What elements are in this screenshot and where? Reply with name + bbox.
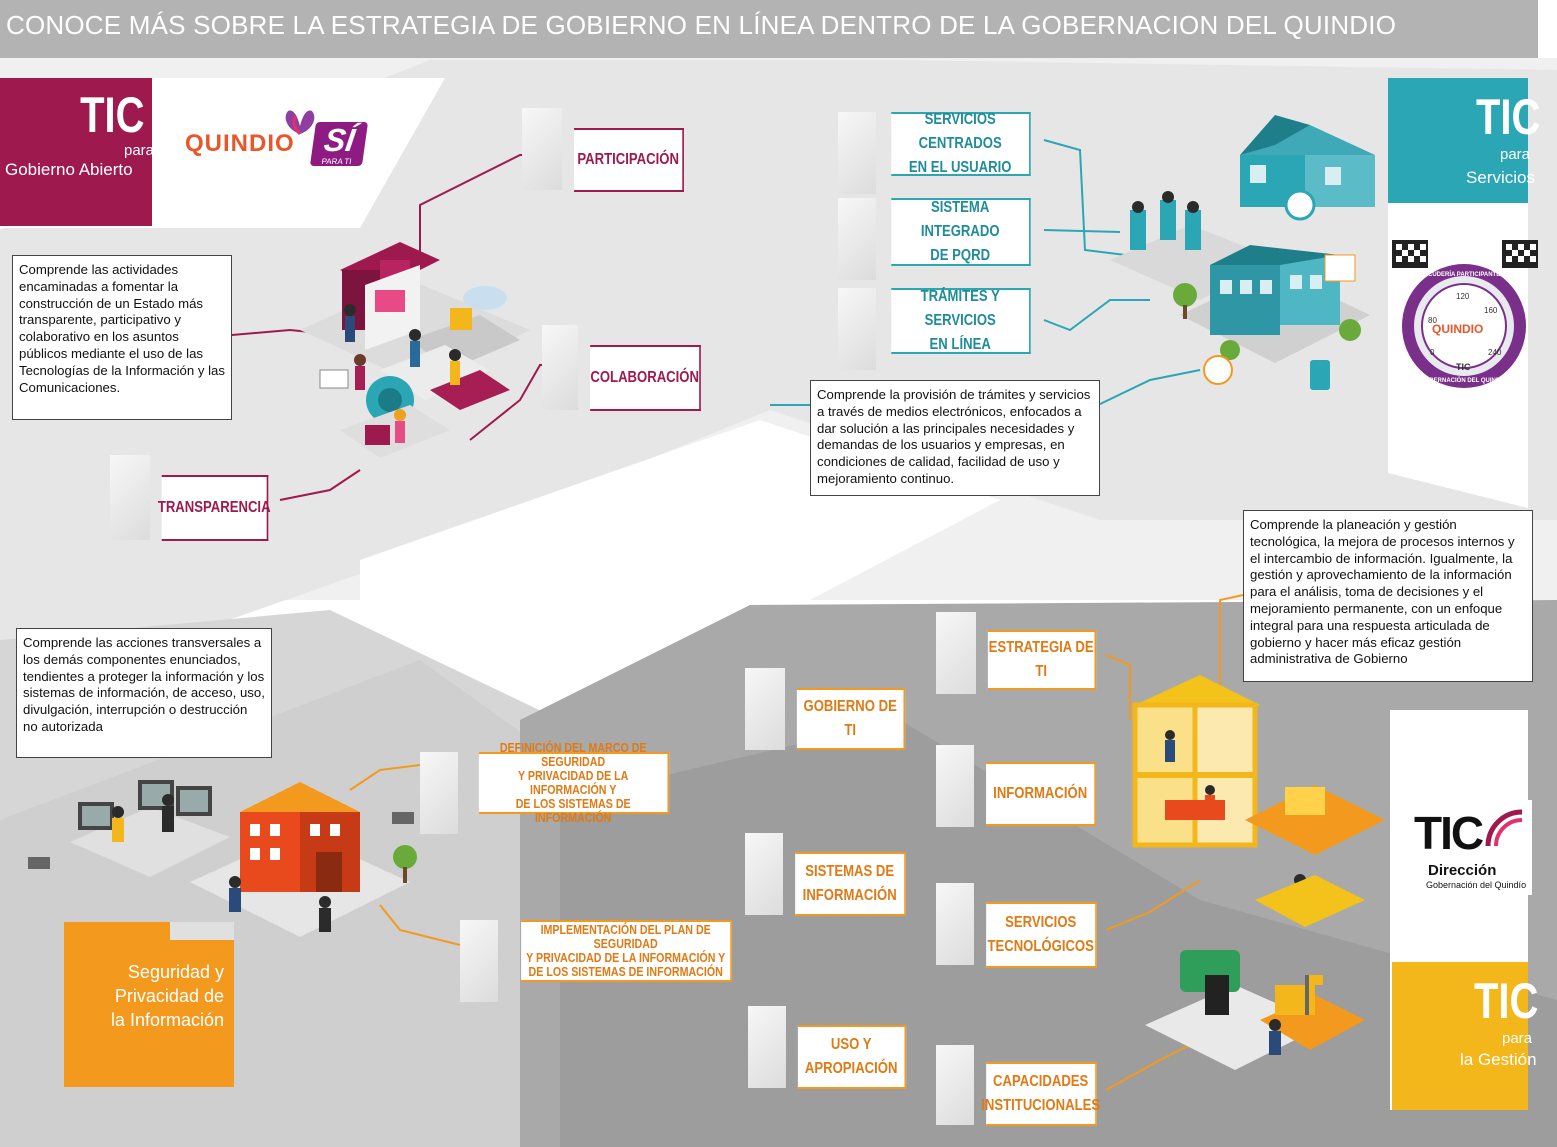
badge-tick-160: 160 [1484, 306, 1498, 315]
servicios-name: Servicios [1466, 168, 1535, 187]
tic-direccion-logo: TIC Dirección Gobernación del Quindío [1402, 800, 1532, 895]
gestion-tab-gobierno [745, 668, 785, 750]
butterfly-icon [285, 110, 315, 136]
direccion-tic-text: TIC [1414, 807, 1484, 859]
gestion-illustration [1132, 675, 1385, 1070]
title-bar: CONOCE MÁS SOBRE LA ESTRATEGIA DE GOBIER… [0, 0, 1538, 58]
participacion-tab [522, 108, 562, 190]
gestion-description: Comprende la planeación y gestión tecnol… [1243, 510, 1533, 682]
label-transparencia[interactable]: TRANSPARENCIA [158, 475, 271, 541]
label-implementacion-l2: Y PRIVACIDAD DE LA INFORMACIÓN Y [526, 950, 726, 965]
gestion-tab-informacion [936, 745, 974, 827]
label-informacion[interactable]: INFORMACIÓN [986, 762, 1096, 826]
label-servicios-tec-l1: SERVICIOS [1005, 914, 1077, 931]
gestion-tab-capacidades [936, 1045, 974, 1125]
label-pqrd-l1: SISTEMA INTEGRADO [920, 199, 1000, 240]
label-implementacion-l1: IMPLEMENTACIÓN DEL PLAN DE SEGURIDAD [540, 922, 711, 951]
seguridad-panel-top [170, 922, 234, 940]
label-sistemas-l2: INFORMACIÓN [802, 887, 897, 904]
gobierno-abierto-name: Gobierno Abierto [5, 160, 133, 179]
gestion-panel-yellow [1392, 962, 1528, 1110]
label-sistemas-l1: SISTEMAS DE [805, 863, 895, 880]
servicios-description: Comprende la provisión de trámites y ser… [810, 380, 1100, 496]
gestion-tab-estrategia [936, 612, 976, 694]
badge-tick-0: 0 [1430, 348, 1435, 357]
gobierno-abierto-header: TIC para Gobierno Abierto QUINDIO SÍ PAR… [0, 78, 445, 228]
badge-top-text: ESCUDERÍA PARTICIPANTE [1420, 272, 1501, 278]
quindio-si-logo: QUINDIO SÍ PARA TI [185, 108, 375, 178]
label-servicios-tec-l2: TECNOLÓGICOS [987, 938, 1094, 955]
seguridad-name-2: Privacidad de [114, 986, 224, 1006]
seguridad-illustration [28, 780, 417, 937]
signal-arc-icon [1485, 809, 1523, 847]
label-participacion[interactable]: PARTICIPACIÓN [574, 128, 684, 192]
label-tramites[interactable]: TRÁMITES Y SERVICIOS EN LÍNEA [891, 288, 1031, 354]
gestion-tic: TIC [1474, 973, 1539, 1029]
seguridad-tab-2 [460, 920, 498, 1002]
servicios-tic: TIC [1476, 89, 1541, 145]
label-implementacion-l3: DE LOS SISTEMAS DE INFORMACIÓN [528, 964, 723, 979]
gobierno-abierto-tic: TIC [80, 87, 145, 143]
servicios-tab-3 [838, 288, 876, 370]
servicios-illustration [1110, 115, 1375, 390]
servicios-tab-2 [838, 198, 876, 280]
label-pqrd-l2: DE PQRD [930, 247, 991, 264]
seguridad-tab-1 [420, 752, 458, 834]
label-tramites-l2: EN LÍNEA [929, 336, 991, 353]
label-sistemas-informacion[interactable]: SISTEMAS DE INFORMACIÓN [795, 852, 906, 916]
quindio-logo-text: QUINDIO [185, 130, 295, 157]
label-definicion-l2: Y PRIVACIDAD DE LA INFORMACIÓN Y [517, 768, 629, 797]
label-definicion-l1: DEFINICIÓN DEL MARCO DE SEGURIDAD [499, 740, 647, 769]
escuderia-badge-icon [1392, 240, 1538, 388]
label-tramites-l1: TRÁMITES Y SERVICIOS [920, 288, 1000, 329]
badge-tic-text: TIC [1456, 362, 1471, 372]
gobierno-abierto-description: Comprende las actividades encaminadas a … [12, 255, 232, 420]
label-gobierno-de-ti[interactable]: GOBIERNO DE TI [796, 688, 906, 750]
direccion-sub: Gobernación del Quindío [1426, 880, 1527, 890]
gestion-name: la Gestión [1460, 1050, 1537, 1069]
label-servicios-centrados-l1: SERVICIOS CENTRADOS [918, 111, 1002, 152]
seguridad-name-3: la Información [110, 1010, 224, 1030]
badge-logo-text: QUINDIO [1432, 322, 1484, 336]
servicios-para: para [1500, 146, 1531, 163]
gestion-tab-servicios [936, 883, 974, 965]
servicios-header: TIC para Servicios ESCUDERÍA PARTICIPANT… [1388, 78, 1540, 508]
gestion-para: para [1502, 1030, 1533, 1047]
label-servicios-centrados[interactable]: SERVICIOS CENTRADOS EN EL USUARIO [891, 111, 1031, 176]
transparencia-tab [110, 455, 150, 540]
seguridad-panel [64, 922, 234, 1087]
label-uso-apropiacion[interactable]: USO Y APROPIACIÓN [797, 1025, 907, 1089]
servicios-tab-1 [838, 112, 876, 194]
label-capacidades-institucionales[interactable]: CAPACIDADES INSTITUCIONALES [981, 1062, 1100, 1126]
seguridad-name-1: Seguridad y [127, 962, 224, 982]
gestion-tab-uso [748, 1006, 786, 1088]
seguridad-description: Comprende las acciones transversales a l… [16, 628, 272, 758]
label-capacidades-l2: INSTITUCIONALES [981, 1097, 1101, 1114]
badge-tick-240: 240 [1488, 348, 1502, 357]
label-colaboracion[interactable]: COLABORACIÓN [590, 345, 701, 411]
badge-bottom-text: GOBERNACIÓN DEL QUINDÍO [1420, 378, 1507, 384]
label-definicion-l3: DE LOS SISTEMAS DE INFORMACIÓN [515, 796, 631, 825]
header-shape [0, 78, 445, 228]
label-servicios-centrados-l2: EN EL USUARIO [908, 159, 1012, 176]
label-capacidades-l1: CAPACIDADES [993, 1073, 1089, 1090]
badge-tick-80: 80 [1428, 316, 1437, 325]
badge-tick-120: 120 [1456, 292, 1470, 301]
page-title: CONOCE MÁS SOBRE LA ESTRATEGIA DE GOBIER… [6, 10, 1397, 40]
gestion-tab-sistemas [745, 833, 783, 915]
colaboracion-tab [542, 325, 578, 410]
label-estrategia-de-ti[interactable]: ESTRATEGIA DE TI [987, 630, 1097, 690]
label-pqrd[interactable]: SISTEMA INTEGRADO DE PQRD [891, 198, 1031, 266]
label-servicios-tecnologicos[interactable]: SERVICIOS TECNOLÓGICOS [986, 902, 1097, 968]
gobierno-abierto-illustration [300, 242, 530, 458]
direccion-name: Dirección [1428, 862, 1497, 879]
gobierno-abierto-para: para [124, 142, 155, 159]
